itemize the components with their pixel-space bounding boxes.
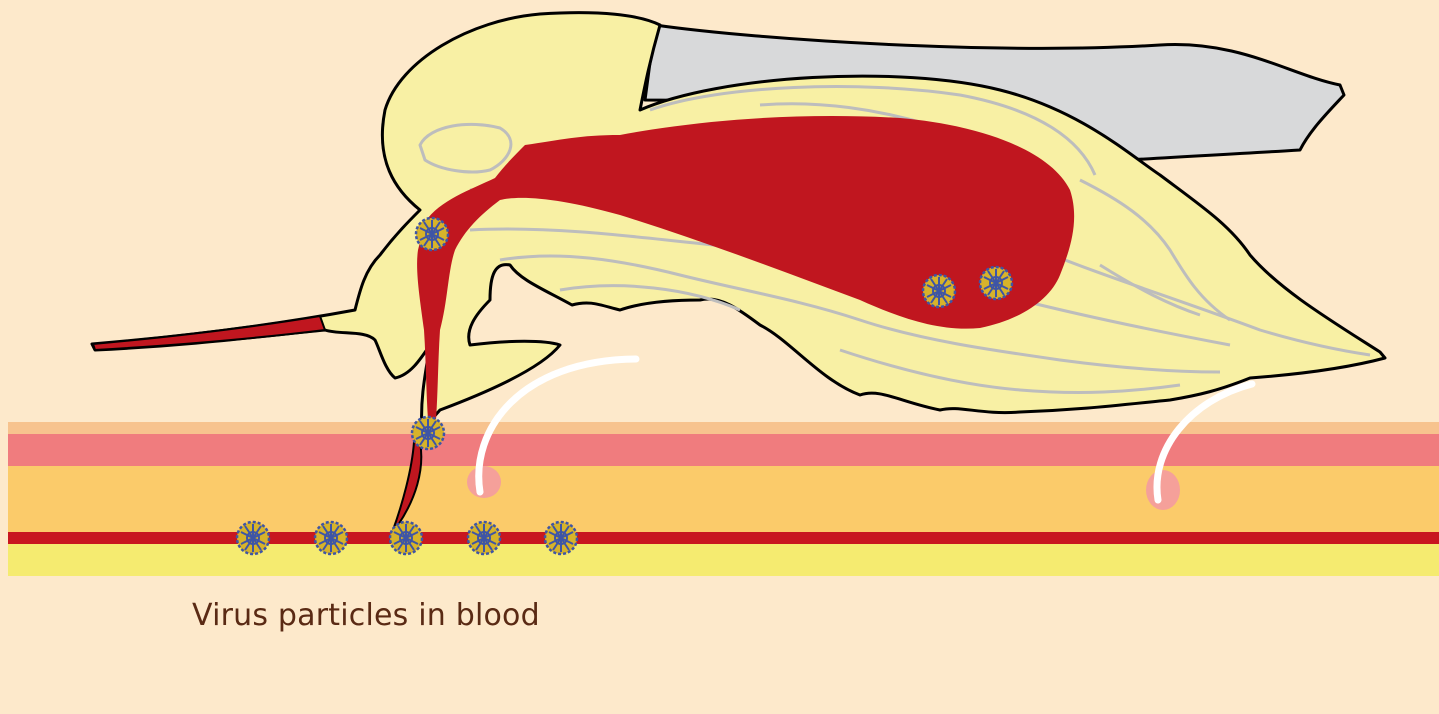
virus-particle-icon <box>980 267 1012 299</box>
skin-top-layer <box>8 422 1439 434</box>
hair-follicle <box>467 466 501 498</box>
virus-particle-icon <box>545 522 577 554</box>
diagram-caption: Virus particles in blood <box>192 598 540 633</box>
virus-particle-icon <box>237 522 269 554</box>
virus-particle-icon <box>468 522 500 554</box>
virus-particle-icon <box>416 218 448 250</box>
virus-particle-icon <box>390 522 422 554</box>
virus-particle-icon <box>412 417 444 449</box>
blood-vessel <box>8 532 1439 544</box>
hair-follicle <box>1146 470 1180 510</box>
skin-dermis-layer <box>8 466 1439 532</box>
skin-bottom-layer <box>8 544 1439 576</box>
virus-particle-icon <box>923 275 955 307</box>
virus-particle-icon <box>315 522 347 554</box>
skin-epidermis-layer <box>8 434 1439 466</box>
antenna <box>93 316 325 350</box>
